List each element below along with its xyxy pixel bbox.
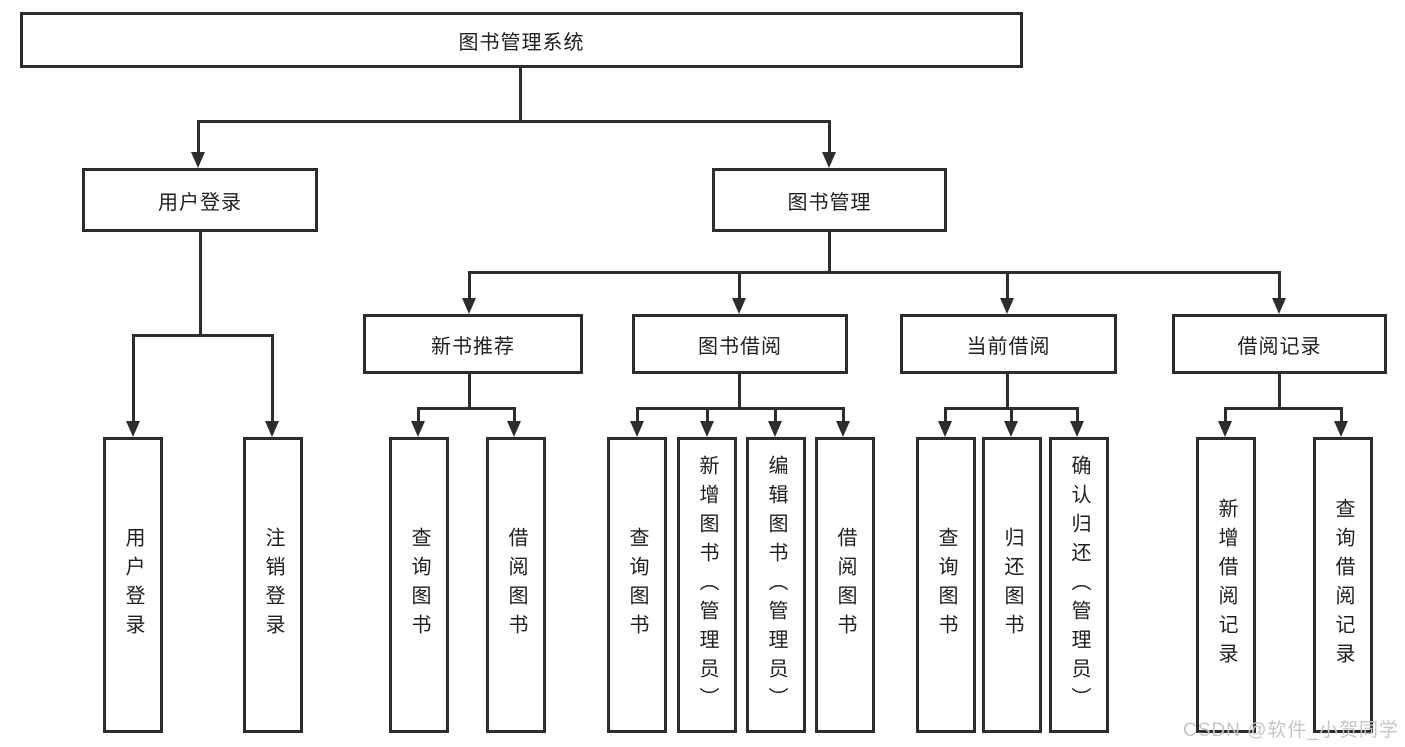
connector-line	[417, 407, 420, 421]
arrow-down-icon	[126, 421, 140, 437]
node-user-login: 用户登录	[82, 168, 318, 232]
arrow-down-icon	[768, 421, 782, 437]
arrow-down-icon	[265, 421, 279, 437]
arrow-down-icon	[1070, 421, 1084, 437]
leaf-add-borrow-record: 新增借阅记录	[1196, 437, 1256, 733]
node-label: 注销登录	[262, 527, 284, 643]
arrow-down-icon	[507, 421, 521, 437]
connector-line	[468, 271, 471, 298]
connector-line	[132, 334, 274, 337]
node-label: 借阅记录	[1237, 335, 1322, 358]
leaf-borrow-books: 借阅图书	[815, 437, 875, 733]
connector-line	[828, 120, 831, 152]
connector-line	[1278, 374, 1281, 407]
leaf-edit-books-admin: 编辑图书（管理员）	[746, 437, 806, 733]
connector-line	[197, 120, 200, 152]
connector-line	[1006, 271, 1009, 298]
node-root-library-system: 图书管理系统	[20, 12, 1023, 68]
node-label: 确认归还（管理员）	[1068, 454, 1090, 716]
leaf-add-books-admin: 新增图书（管理员）	[677, 437, 737, 733]
connector-line	[944, 407, 947, 421]
node-label: 图书管理系统	[458, 31, 585, 54]
arrow-down-icon	[938, 421, 952, 437]
arrow-down-icon	[630, 421, 644, 437]
connector-line	[199, 232, 202, 334]
connector-line	[197, 120, 831, 123]
arrow-down-icon	[1218, 421, 1232, 437]
arrow-down-icon	[462, 298, 476, 314]
csdn-watermark: CSDN @软件_小贺同学	[1183, 720, 1399, 741]
connector-line	[636, 407, 845, 410]
arrow-down-icon	[1004, 421, 1018, 437]
leaf-borrow-books-recommend: 借阅图书	[486, 437, 546, 733]
connector-line	[468, 374, 471, 407]
leaf-query-books-borrowing: 查询图书	[607, 437, 667, 733]
node-label: 当前借阅	[966, 335, 1051, 358]
connector-line	[1006, 374, 1009, 407]
connector-line	[417, 407, 516, 410]
node-book-management: 图书管理	[712, 168, 947, 232]
connector-line	[1076, 407, 1079, 421]
connector-line	[468, 271, 1281, 274]
node-label: 新增借阅记录	[1215, 498, 1237, 672]
leaf-query-books-current: 查询图书	[916, 437, 976, 733]
node-label: 编辑图书（管理员）	[765, 454, 787, 716]
connector-line	[1340, 407, 1343, 421]
node-label: 查询图书	[408, 527, 430, 643]
node-label: 新增图书（管理员）	[696, 454, 718, 716]
connector-line	[828, 232, 831, 271]
arrow-down-icon	[1334, 421, 1348, 437]
arrow-down-icon	[732, 298, 746, 314]
node-label: 归还图书	[1001, 527, 1023, 643]
connector-line	[1278, 271, 1281, 298]
node-label: 借阅图书	[834, 527, 856, 643]
node-new-book-recommend: 新书推荐	[363, 314, 583, 374]
node-current-borrowing: 当前借阅	[900, 314, 1117, 374]
arrow-down-icon	[1000, 298, 1014, 314]
connector-line	[738, 271, 741, 298]
connector-line	[1010, 407, 1013, 421]
node-borrowing-records: 借阅记录	[1172, 314, 1387, 374]
leaf-query-borrow-record: 查询借阅记录	[1313, 437, 1373, 733]
arrow-down-icon	[191, 152, 205, 168]
node-label: 查询借阅记录	[1332, 498, 1354, 672]
connector-line	[271, 334, 274, 421]
node-label: 图书管理	[787, 191, 872, 214]
connector-line	[132, 334, 135, 421]
node-label: 图书借阅	[698, 335, 782, 358]
leaf-confirm-return-admin: 确认归还（管理员）	[1049, 437, 1109, 733]
connector-line	[636, 407, 639, 421]
node-label: 查询图书	[626, 527, 648, 643]
connector-line	[513, 407, 516, 421]
connector-line	[842, 407, 845, 421]
node-label: 查询图书	[935, 527, 957, 643]
connector-line	[738, 374, 741, 407]
arrow-down-icon	[411, 421, 425, 437]
node-label: 借阅图书	[505, 527, 527, 643]
connector-line	[706, 407, 709, 421]
connector-line	[774, 407, 777, 421]
leaf-logout: 注销登录	[243, 437, 303, 733]
connector-line	[1224, 407, 1343, 410]
connector-line	[1224, 407, 1227, 421]
node-book-borrowing: 图书借阅	[632, 314, 848, 374]
node-label: 新书推荐	[431, 335, 515, 358]
node-label: 用户登录	[122, 527, 144, 643]
arrow-down-icon	[700, 421, 714, 437]
leaf-return-books: 归还图书	[982, 437, 1042, 733]
arrow-down-icon	[822, 152, 836, 168]
leaf-query-books-recommend: 查询图书	[389, 437, 449, 733]
node-label: 用户登录	[158, 191, 242, 214]
arrow-down-icon	[1272, 298, 1286, 314]
leaf-user-login: 用户登录	[103, 437, 163, 733]
connector-line	[519, 68, 522, 120]
arrow-down-icon	[836, 421, 850, 437]
